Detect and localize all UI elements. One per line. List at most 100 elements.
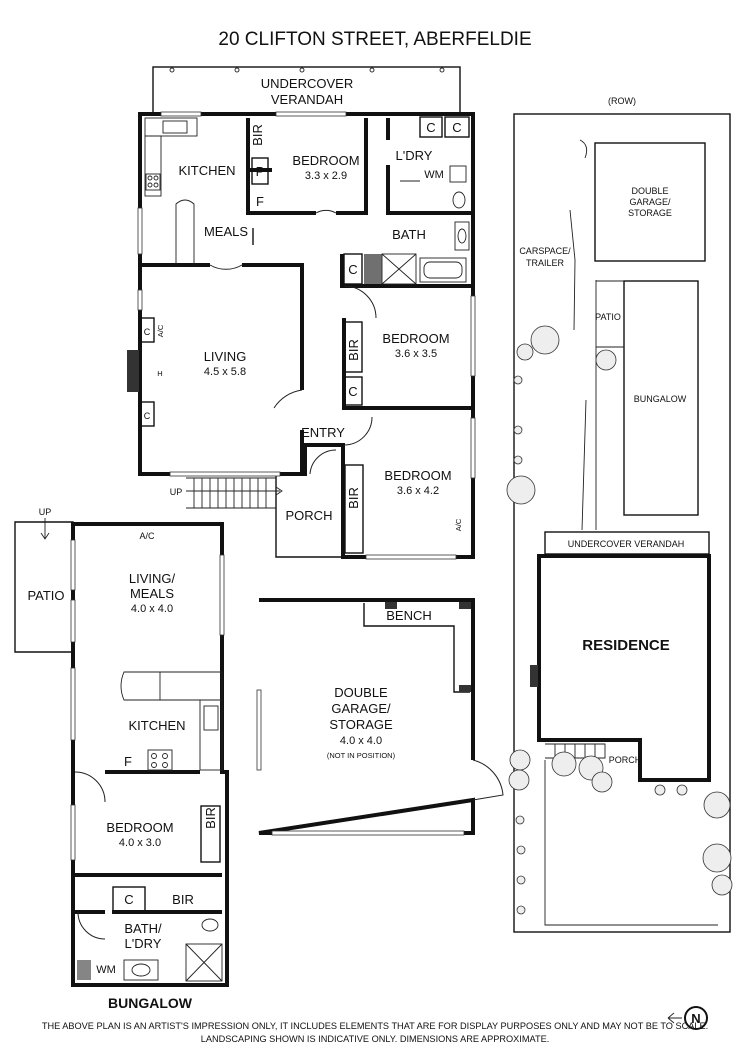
kitchen-bench-side [144, 135, 162, 197]
living-dimensions: 4.5 x 5.8 [204, 366, 246, 378]
kitchen-bench-top [144, 117, 198, 137]
bedroom1-bir-label: BIR [250, 124, 265, 146]
living-door [209, 264, 243, 270]
living-ac-label: A/C [156, 324, 165, 337]
toilet-icon [452, 191, 466, 209]
site-verandah-label: UNDERCOVER VERANDAH [568, 539, 685, 549]
tree-icon [595, 349, 617, 371]
site-residence-label: RESIDENCE [582, 637, 670, 654]
wall-bath-south [340, 254, 473, 288]
tree-icon [711, 874, 733, 896]
tree-icon [530, 325, 560, 355]
bedroom2-bir [343, 321, 363, 373]
disclaimer-line2: LANDSCAPING SHOWN IS INDICATIVE ONLY. DI… [201, 1034, 550, 1044]
window [470, 417, 476, 479]
shrub-icon [676, 784, 688, 796]
bungalow-bedroom-dimensions: 4.0 x 3.0 [119, 837, 161, 849]
site-bungalow [623, 280, 699, 516]
bungalow-bir [200, 805, 221, 863]
wall-laundry-south [386, 165, 473, 215]
verandah-post [169, 67, 175, 73]
bedroom2-bir-label: BIR [346, 339, 361, 361]
front-steps [186, 477, 276, 509]
bungalow-ac-label: A/C [139, 531, 155, 541]
bedroom2-dimensions: 3.6 x 3.5 [395, 348, 437, 360]
bungalow-fridge-label: F [124, 754, 132, 769]
bungalow-exterior-walls [71, 522, 229, 987]
bedroom3-door [343, 416, 373, 446]
shower-cross [381, 253, 417, 285]
living-label: LIVING [204, 349, 247, 364]
porch-label: PORCH [286, 508, 333, 523]
bedroom2-label: BEDROOM [382, 331, 449, 346]
shrub-icon [516, 905, 526, 915]
bedroom3-ac-label: A/C [454, 518, 463, 531]
bungalow-bath-label-line1: BATH/ [124, 921, 162, 936]
meals-label: MEALS [204, 224, 248, 239]
site-residence [537, 554, 711, 782]
window [70, 804, 76, 861]
bungalow-bath-bir-label: BIR [172, 892, 194, 907]
shrub-icon [513, 375, 523, 385]
garage-label-line2: GARAGE/ [331, 701, 391, 716]
site-plan: (ROW) DOUBLE GARAGE/ STORAGE CARSPACE/ T… [506, 96, 733, 1030]
site-garage-label-line2: GARAGE/ [629, 197, 671, 207]
garage-post [459, 602, 471, 609]
bungalow-living-dimensions: 4.0 x 4.0 [131, 603, 173, 615]
garage-door [271, 830, 465, 836]
pantry-box [251, 157, 269, 185]
site-bungalow-label: BUNGALOW [634, 394, 687, 404]
bungalow-kitchen-island [120, 671, 223, 701]
bungalow-shower-cross [185, 943, 223, 982]
bungalow-living-label-line1: LIVING/ [129, 571, 176, 586]
tree-icon [509, 749, 531, 771]
cooktop-burner [151, 762, 157, 768]
bedroom1-label: BEDROOM [292, 153, 359, 168]
site-garage-label-line1: DOUBLE [631, 186, 668, 196]
bungalow-kitchen-sink [203, 705, 219, 731]
heater-label: H [157, 369, 162, 378]
living-cupboard [139, 401, 155, 427]
bedroom2-cupboard-label: C [348, 384, 357, 399]
window [160, 111, 202, 117]
window [70, 539, 76, 591]
site-garage-label-line3: STORAGE [628, 208, 672, 218]
plan-title: 20 CLIFTON STREET, ABERFELDIE [218, 29, 531, 50]
bedroom2-door [343, 285, 377, 319]
compass-icon [684, 1006, 708, 1030]
bungalow-up-arrow [40, 518, 50, 540]
cooktop-burner [147, 175, 153, 181]
window [219, 554, 225, 636]
tree-icon [703, 791, 731, 819]
bungalow-cooktop [147, 749, 173, 771]
bungalow-vanity [123, 959, 159, 981]
compass-label: N [691, 1011, 700, 1026]
laundry-trough [449, 165, 467, 183]
steps-arrow [186, 486, 283, 496]
living-cupboard-label: C [144, 411, 151, 421]
bungalow-up-label: UP [39, 507, 52, 517]
bungalow-shower-icon [185, 943, 223, 982]
laundry-label: L'DRY [396, 148, 433, 163]
window [70, 667, 76, 741]
bath-cupboard-label: C [348, 262, 357, 277]
window [169, 471, 281, 477]
tree-icon [702, 843, 732, 873]
entry-label: ENTRY [301, 425, 345, 440]
kitchen-label: KITCHEN [178, 163, 235, 178]
verandah-post [299, 67, 305, 73]
kitchen-sink [162, 120, 188, 134]
path-edge [581, 280, 597, 531]
living-cupboard [139, 317, 155, 343]
bungalow-bath-label-line2: L'DRY [125, 936, 162, 951]
carspace-label-line2: TRAILER [526, 258, 565, 268]
bedroom1-dimensions: 3.3 x 2.9 [305, 170, 347, 182]
garage-position-note: (NOT IN POSITION) [327, 751, 396, 760]
site-fireplace [530, 665, 538, 687]
cooktop-burner [153, 175, 159, 181]
site-yard-edge [544, 760, 718, 926]
disclaimer-line1: THE ABOVE PLAN IS AN ARTIST'S IMPRESSION… [42, 1021, 708, 1031]
steps-up-label: UP [170, 487, 183, 497]
bungalow-living-label-line2: MEALS [130, 586, 174, 601]
